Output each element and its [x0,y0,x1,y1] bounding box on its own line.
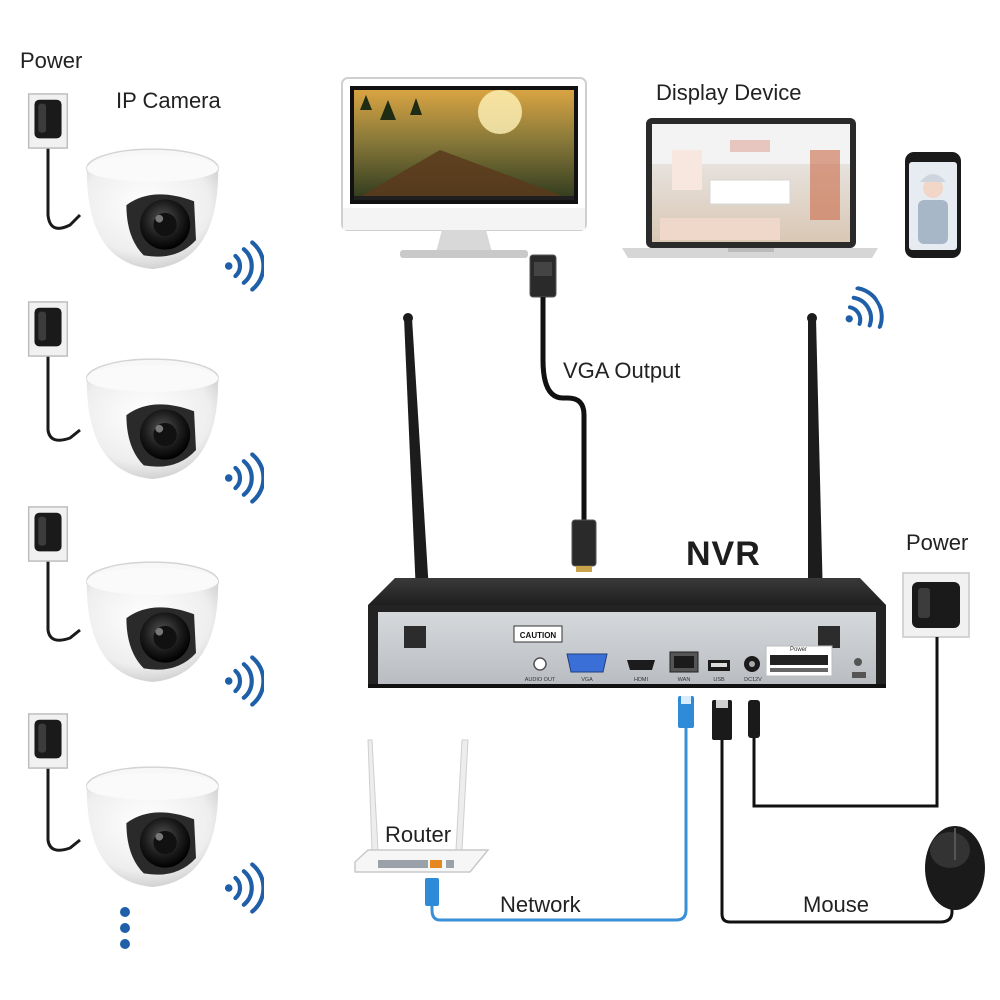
vga-port [566,653,608,673]
power-left-label: Power [20,48,83,73]
dome-camera-icon [85,148,220,270]
power-right-label: Power [906,530,969,555]
power-cable [752,637,939,808]
vga-cable [529,254,597,572]
laptop-icon [622,118,878,258]
dome-camera-icon [85,766,220,888]
wifi-signal-icon [835,283,889,340]
wifi-signal-icon [225,454,264,501]
wifi-signal-icon [225,657,264,704]
wifi-signal-icon [225,242,264,289]
audio-out-port [533,657,547,671]
display-device-label: Display Device [656,80,802,105]
nvr-device: CAUTION AUDIO OUT VGA HDMI WAN USB DC12V… [368,313,886,688]
mouse-icon [925,826,985,910]
dome-camera-icon [85,358,220,480]
router-label: Router [385,822,452,847]
power-adapter-icon [27,93,69,149]
camera-column [27,93,264,949]
dc12v-text: DC12V [744,677,762,683]
hdmi-port [627,660,655,670]
vga-text: VGA [581,677,593,683]
router-icon [354,739,490,873]
dc-plug [748,700,760,738]
power-adapter-icon [902,572,970,638]
more-cameras-dots [120,907,130,949]
wifi-signal-icon [225,864,264,911]
mouse-cable [712,700,954,924]
network-cable [425,696,694,922]
smartphone-icon [905,152,961,258]
usb-text: USB [713,677,725,683]
power-adapter-icon [27,713,69,769]
wan-text: WAN [678,677,691,683]
monitor-icon [341,77,587,258]
ip-camera-label: IP Camera [116,88,221,113]
antenna-left [404,318,432,640]
power-adapter-icon [27,301,69,357]
mouse-label: Mouse [803,892,870,917]
nvr-label: NVR [686,535,761,573]
antenna-right [808,318,824,640]
audio-out-text: AUDIO OUT [525,677,556,683]
vga-output-label: VGA Output [563,358,681,383]
caution-text: CAUTION [520,631,557,640]
dome-camera-icon [85,561,220,683]
network-label: Network [500,892,581,917]
power-sticker-text: Power [790,647,807,653]
power-adapter-icon [27,506,69,562]
hdmi-text: HDMI [634,677,649,683]
